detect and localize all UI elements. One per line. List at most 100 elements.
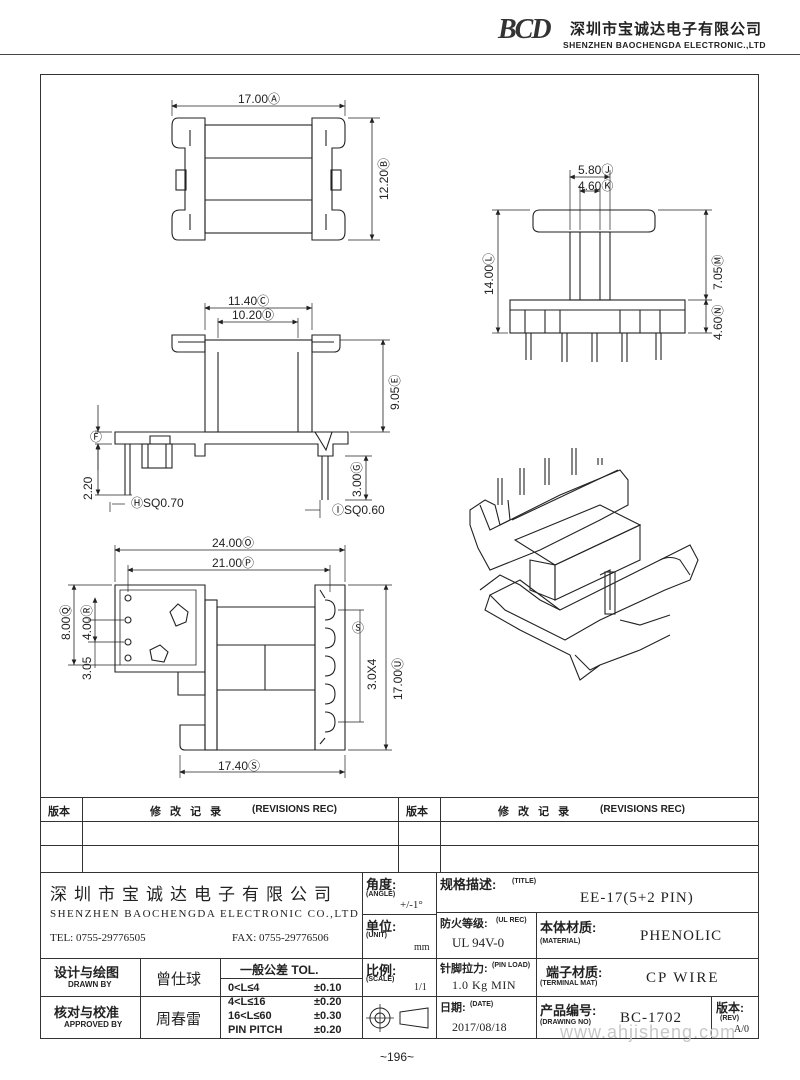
rev-col-desc-1: 修 改 记 录 — [150, 806, 225, 818]
front-view — [95, 303, 390, 518]
tb-title-en: (TITLE) — [512, 878, 537, 885]
tb-scale-cn: 比例: — [366, 963, 397, 978]
tb-scale-value: 1/1 — [414, 982, 427, 993]
tb-fire-en: (UL REC) — [496, 917, 527, 924]
side-view — [492, 170, 712, 362]
tol-value: ±0.20 — [314, 1024, 342, 1036]
rev-col-desc-2: 修 改 记 录 — [498, 806, 573, 818]
dim-bottom-body: 17.40Ⓢ — [218, 759, 260, 773]
tb-rev-cn: 版本: — [716, 1001, 744, 1015]
tb-angle-cn: 角度: — [366, 877, 397, 892]
tb-approved-cn: 核对与校准 — [54, 1005, 120, 1020]
dim-pin-length: 2.20 — [81, 476, 95, 500]
tol-range: 4<L≤16 — [228, 996, 266, 1008]
tb-fire-cn: 防火等级: — [440, 918, 488, 930]
dim-pin-offset: 3.00Ⓖ — [350, 462, 364, 497]
tol-range: 0<L≤4 — [228, 982, 260, 994]
dim-left-h2: 4.00Ⓡ — [80, 605, 94, 640]
tb-scale-en: (SCALE) — [366, 976, 395, 983]
title-block: 深圳市宝诚达电子有限公司 SHENZHEN BAOCHENGDA ELECTRO… — [40, 872, 759, 1039]
tb-company-en: SHENZHEN BAOCHENGDA ELECTRONIC CO.,LTD — [50, 908, 360, 920]
dim-top-width: 17.00Ⓐ — [238, 92, 280, 106]
dim-bottom-total: 24.00Ⓞ — [212, 536, 254, 550]
tb-date-value: 2017/08/18 — [452, 1020, 507, 1034]
dim-right-pitch: 3.0X4 — [365, 658, 379, 690]
tol-row: 0<L≤4 ±0.10 — [228, 982, 358, 994]
tb-title-cn: 规格描述: — [440, 877, 497, 892]
tb-company-cn: 深圳市宝诚达电子有限公司 — [50, 885, 338, 904]
tb-drawn-en: DRAWN BY — [68, 980, 112, 989]
tb-title-value: EE-17(5+2 PIN) — [580, 890, 694, 906]
dim-left-h1: 8.00Ⓠ — [59, 605, 73, 640]
dim-right-total: 17.00Ⓤ — [391, 658, 405, 700]
header-company-en: SHENZHEN BAOCHENGDA ELECTRONIC.,LTD — [563, 40, 766, 50]
tol-range: 16<L≤60 — [228, 1010, 272, 1022]
header-rule — [0, 54, 800, 55]
tb-angle-value: +/-1° — [400, 899, 423, 911]
tb-drawn-name: 曾仕球 — [156, 971, 202, 988]
bottom-view — [68, 545, 392, 778]
tb-unit-cn: 单位: — [366, 919, 397, 934]
tol-row: PIN PITCH ±0.20 — [228, 1024, 358, 1036]
dim-side-w2: 4.60Ⓚ — [578, 179, 613, 193]
dim-left-h3: 3.05 — [80, 656, 94, 680]
technical-drawing: 17.00Ⓐ 12.20Ⓑ 11.40Ⓒ 10.20Ⓓ 9.05Ⓔ 2.20 3… — [59, 92, 725, 778]
tb-terminal-en: (TERMINAL MAT) — [540, 980, 598, 987]
rev-col-label-2: 版本 — [406, 806, 428, 818]
tb-fax: FAX: 0755-29776506 — [232, 932, 329, 944]
tb-terminal-cn: 端子材质: — [546, 965, 603, 980]
drawing-frame — [40, 74, 759, 1039]
projection-symbol-icon — [366, 1004, 429, 1032]
isometric-view — [469, 448, 699, 681]
dim-label-f: Ⓕ — [90, 430, 102, 444]
tol-value: ±0.10 — [314, 982, 342, 994]
tb-pinload-value: 1.0 Kg MIN — [452, 978, 516, 992]
tb-tol-title: 一般公差 TOL. — [240, 963, 319, 977]
tb-drawing-value: BC-1702 — [620, 1010, 683, 1026]
tb-approved-en: APPROVED BY — [64, 1020, 123, 1029]
tb-material-en: (MATERIAL) — [540, 938, 581, 945]
dim-side-lower: 4.60Ⓝ — [711, 305, 725, 340]
tb-rev-value: A/0 — [734, 1024, 749, 1035]
tb-rev-en: (REV) — [720, 1015, 740, 1022]
rev-col-desc-en-2: (REVISIONS REC) — [600, 804, 686, 815]
dim-front-outer: 11.40Ⓒ — [228, 294, 269, 308]
dim-side-total: 14.00Ⓛ — [482, 253, 496, 295]
tb-date-en: (DATE) — [470, 1001, 494, 1008]
dim-side-upper: 7.05Ⓜ — [711, 255, 725, 290]
tb-pinload-cn: 针脚拉力: — [440, 963, 488, 975]
watermark: www.ahjisheng.com — [560, 1022, 737, 1042]
tb-drawing-en: (DRAWING NO) — [540, 1019, 591, 1026]
dim-front-height: 9.05Ⓔ — [388, 375, 402, 410]
tb-tel: TEL: 0755-29776505 — [50, 932, 146, 944]
logo: BCD — [498, 14, 552, 45]
rev-col-label-1: 版本 — [48, 806, 70, 818]
tol-row: 4<L≤16 ±0.20 — [228, 996, 358, 1008]
dim-side-w1: 5.80Ⓙ — [578, 163, 613, 177]
tol-value: ±0.30 — [314, 1010, 342, 1022]
rev-col-desc-en-1: (REVISIONS REC) — [252, 804, 338, 815]
tol-value: ±0.20 — [314, 996, 342, 1008]
tb-date-cn: 日期: — [440, 1002, 466, 1014]
dim-top-height: 12.20Ⓑ — [377, 158, 391, 200]
tb-drawn-cn: 设计与绘图 — [54, 965, 120, 980]
dim-front-inner: 10.20Ⓓ — [232, 308, 274, 322]
tb-approved-name: 周春雷 — [156, 1011, 202, 1028]
tol-range: PIN PITCH — [228, 1024, 283, 1036]
header-company-cn: 深圳市宝诚达电子有限公司 — [570, 20, 763, 38]
tb-angle-en: (ANGLE) — [366, 891, 396, 898]
tb-material-cn: 本体材质: — [540, 920, 597, 935]
top-view — [171, 100, 380, 241]
tb-terminal-value: CP WIRE — [646, 970, 720, 986]
tb-pinload-en: (PIN LOAD) — [492, 962, 531, 969]
page-number: ~196~ — [380, 1050, 415, 1064]
tol-row: 16<L≤60 ±0.30 — [228, 1010, 358, 1022]
dim-bottom-inner: 21.00Ⓟ — [212, 556, 254, 570]
dim-right-mark: Ⓢ — [352, 621, 364, 635]
header: BCD 深圳市宝诚达电子有限公司 SHENZHEN BAOCHENGDA ELE… — [0, 0, 800, 60]
tb-drawing-cn: 产品编号: — [540, 1003, 597, 1018]
revisions-table: 版本 修 改 记 录 (REVISIONS REC) 版本 修 改 记 录 (R… — [40, 797, 759, 872]
tb-fire-value: UL 94V-0 — [452, 935, 505, 950]
tb-material-value: PHENOLIC — [640, 928, 723, 944]
dim-pin-sq1: ⒽSQ0.70 — [131, 496, 184, 510]
